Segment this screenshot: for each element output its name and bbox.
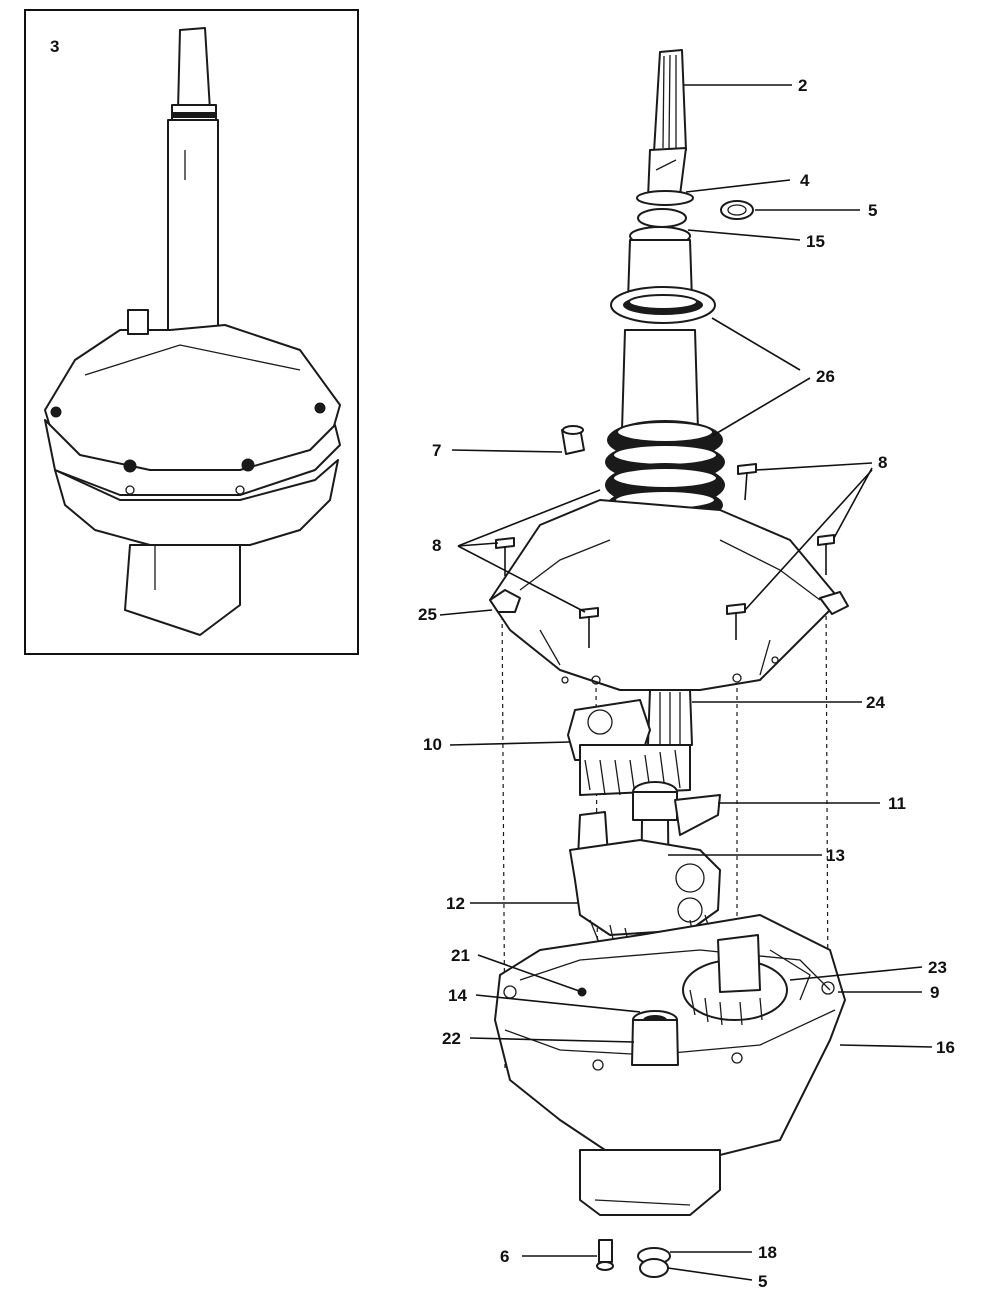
callout-11: 11 <box>888 794 906 813</box>
exploded-assembly <box>489 49 849 1278</box>
callout-26: 26 <box>816 367 835 386</box>
callout-22: 22 <box>442 1029 461 1048</box>
callout-7: 7 <box>432 441 441 460</box>
part-8-screws <box>495 463 835 648</box>
callout-14: 14 <box>448 986 467 1005</box>
callout-21: 21 <box>451 946 470 965</box>
inset-callout-3: 3 <box>50 37 59 56</box>
part-12-compound-gear <box>569 811 721 951</box>
callout-8-left: 8 <box>432 536 441 555</box>
part-25-housing-cover <box>489 499 849 691</box>
callout-25: 25 <box>418 605 437 624</box>
callout-23: 23 <box>928 958 947 977</box>
callout-6-bottom: 6 <box>500 1247 509 1266</box>
callout-15: 15 <box>806 232 825 251</box>
callout-24: 24 <box>866 693 885 712</box>
part-2-spline-shaft <box>647 49 687 199</box>
callout-2: 2 <box>798 76 807 95</box>
callout-5-top: 5 <box>868 201 877 220</box>
leader-lines <box>439 84 933 1281</box>
callout-8-right: 8 <box>878 453 887 472</box>
callout-13: 13 <box>826 846 845 865</box>
callout-16: 16 <box>936 1038 955 1057</box>
callout-18: 18 <box>758 1243 777 1262</box>
part-16-gearcase <box>494 914 846 1216</box>
callout-12: 12 <box>446 894 465 913</box>
callout-labels: 2 4 5 15 26 7 8 8 25 24 10 11 13 12 21 2… <box>418 76 955 1291</box>
callout-4: 4 <box>800 171 810 190</box>
callout-5-bottom: 5 <box>758 1272 767 1291</box>
assembled-transmission-inset: 3 <box>24 9 359 655</box>
callout-9: 9 <box>930 983 939 1002</box>
callout-10: 10 <box>423 735 442 754</box>
